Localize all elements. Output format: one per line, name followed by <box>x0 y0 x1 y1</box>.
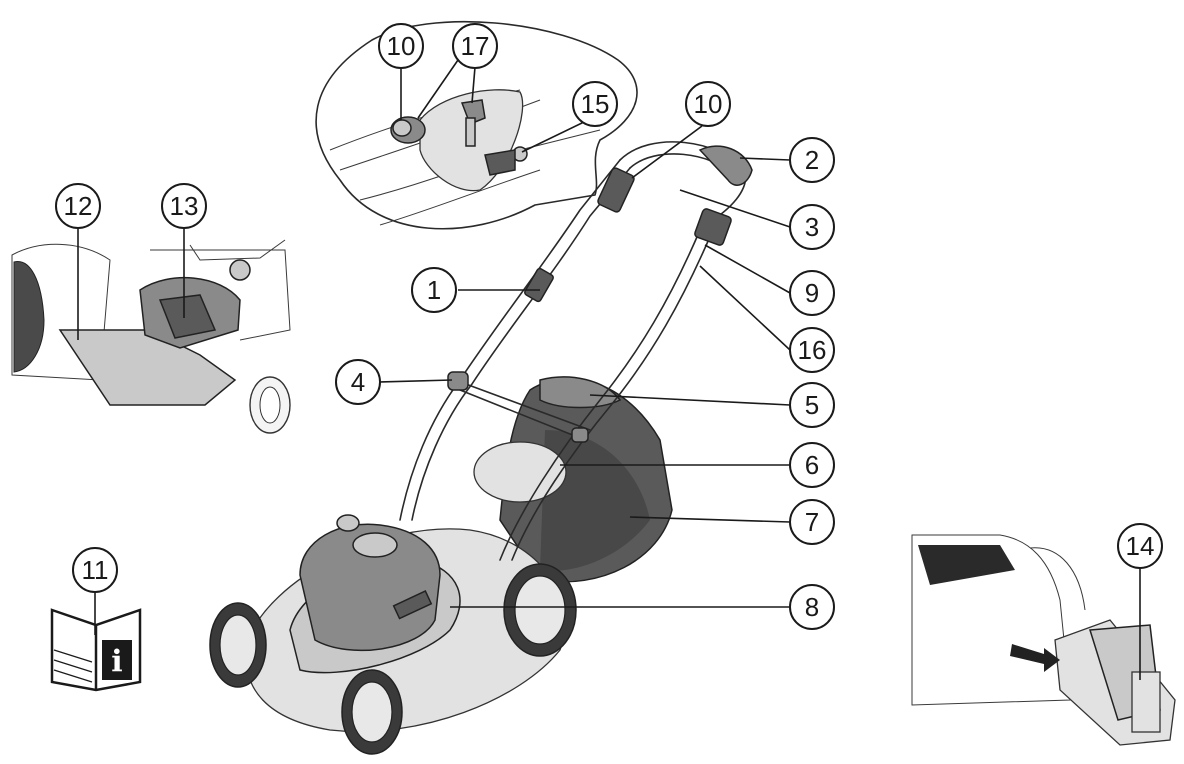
callout-7: 7 <box>789 499 835 545</box>
callout-8-label: 8 <box>805 592 819 622</box>
callout-9: 9 <box>789 270 835 316</box>
callout-2: 2 <box>789 137 835 183</box>
callout-6-label: 6 <box>805 450 819 480</box>
callout-5-label: 5 <box>805 390 819 420</box>
callout-3-label: 3 <box>805 212 819 242</box>
callout-6: 6 <box>789 442 835 488</box>
manual-info-letter: i <box>111 645 122 680</box>
callout-13-label: 13 <box>170 191 199 221</box>
callout-10-detail-label: 10 <box>387 31 416 61</box>
callout-12-label: 12 <box>64 191 93 221</box>
callout-1: 1 <box>411 267 457 313</box>
rear-right-wheel <box>503 563 577 657</box>
callout-2-label: 2 <box>805 145 819 175</box>
callout-4: 4 <box>335 359 381 405</box>
callout-13: 13 <box>161 183 207 229</box>
callout-9-label: 9 <box>805 278 819 308</box>
rear-flap-inset <box>11 239 291 434</box>
callout-17: 17 <box>452 23 498 69</box>
callout-16: 16 <box>789 327 835 373</box>
mulch-plug-inset <box>911 534 1176 746</box>
callout-3: 3 <box>789 204 835 250</box>
callout-15-label: 15 <box>581 89 610 119</box>
callout-17-label: 17 <box>461 31 490 61</box>
callout-14-label: 14 <box>1126 531 1155 561</box>
callout-12: 12 <box>55 183 101 229</box>
callout-8: 8 <box>789 584 835 630</box>
front-left-wheel <box>209 602 267 688</box>
callout-1-label: 1 <box>427 275 441 305</box>
callout-11-label: 11 <box>82 555 109 585</box>
callout-11: 11 <box>72 547 118 593</box>
callout-16-label: 16 <box>798 335 827 365</box>
callout-15: 15 <box>572 81 618 127</box>
handle-controls-detail-view <box>315 20 638 230</box>
callout-14: 14 <box>1117 523 1163 569</box>
callout-5: 5 <box>789 382 835 428</box>
callout-7-label: 7 <box>805 507 819 537</box>
callout-10-detail: 10 <box>378 23 424 69</box>
front-right-wheel <box>341 669 403 755</box>
lawnmower-illustration <box>209 141 753 755</box>
callout-4-label: 4 <box>351 367 365 397</box>
leader-lines <box>77 59 1141 680</box>
read-manual-icon <box>50 608 142 692</box>
callout-10-main: 10 <box>685 81 731 127</box>
callout-10-main-label: 10 <box>694 89 723 119</box>
